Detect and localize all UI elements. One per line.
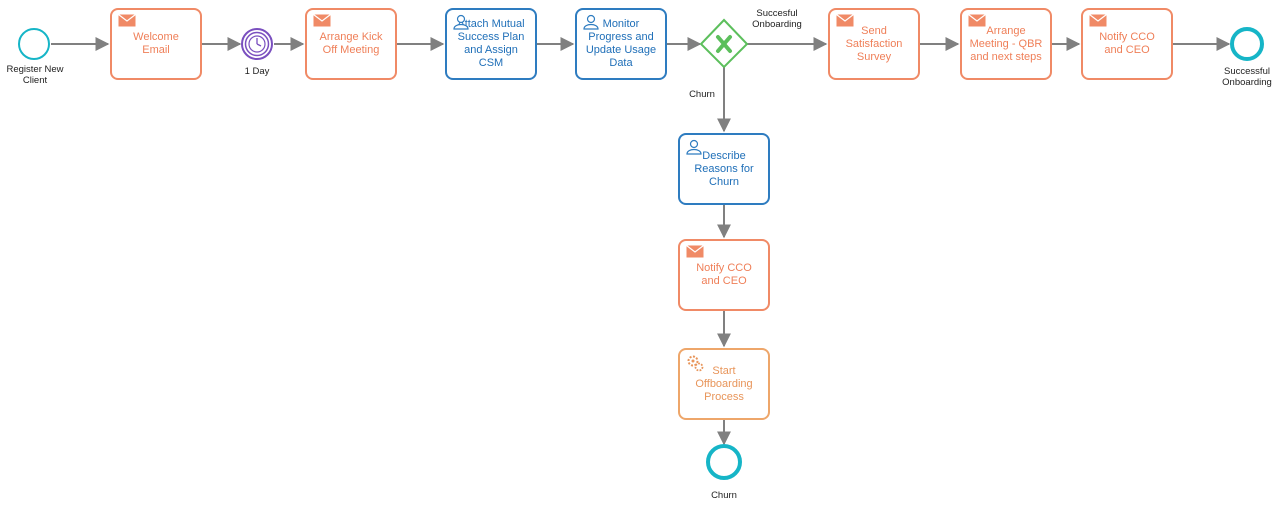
flow-churn-label: Churn bbox=[689, 89, 715, 100]
envelope-icon bbox=[1089, 14, 1107, 31]
clock-icon[interactable] bbox=[241, 28, 273, 60]
task-label: Notify CCO and CEO bbox=[696, 262, 752, 287]
task-label: Attach Mutual Success Plan and Assign CS… bbox=[457, 18, 525, 69]
task-welcome-email[interactable]: Welcome Email bbox=[110, 8, 202, 80]
task-label: Welcome Email bbox=[133, 31, 179, 56]
end-event-churn-label: Churn bbox=[711, 490, 737, 501]
end-event-success-label: Successful Onboarding bbox=[1222, 66, 1272, 88]
task-notify-cco-ceo-success[interactable]: Notify CCO and CEO bbox=[1081, 8, 1173, 80]
envelope-icon bbox=[968, 14, 986, 31]
task-label: Monitor Progress and Update Usage Data bbox=[585, 18, 657, 69]
task-monitor-progress[interactable]: Monitor Progress and Update Usage Data bbox=[575, 8, 667, 80]
task-describe-churn[interactable]: Describe Reasons for Churn bbox=[678, 133, 770, 205]
envelope-icon bbox=[686, 245, 704, 262]
envelope-icon bbox=[836, 14, 854, 31]
timer-event-label: 1 Day bbox=[244, 66, 270, 77]
task-label: Arrange Meeting - QBR and next steps bbox=[969, 24, 1043, 63]
task-arrange-meeting[interactable]: Arrange Meeting - QBR and next steps bbox=[960, 8, 1052, 80]
task-label: Start Offboarding Process bbox=[695, 364, 753, 403]
task-arrange-kickoff[interactable]: Arrange Kick Off Meeting bbox=[305, 8, 397, 80]
task-notify-cco-ceo-churn[interactable]: Notify CCO and CEO bbox=[678, 239, 770, 311]
task-send-survey[interactable]: Send Satisfaction Survey bbox=[828, 8, 920, 80]
user-icon bbox=[686, 139, 702, 159]
end-event-success-circle[interactable] bbox=[1230, 27, 1264, 61]
task-label: Describe Reasons for Churn bbox=[694, 149, 754, 188]
task-attach-plan[interactable]: Attach Mutual Success Plan and Assign CS… bbox=[445, 8, 537, 80]
user-icon bbox=[583, 14, 599, 34]
start-event-circle[interactable] bbox=[18, 28, 50, 60]
envelope-icon bbox=[118, 14, 136, 31]
user-icon bbox=[453, 14, 469, 34]
task-label: Arrange Kick Off Meeting bbox=[319, 31, 383, 56]
flow-success-label: Succesful Onboarding bbox=[752, 8, 802, 30]
envelope-icon bbox=[313, 14, 331, 31]
x-gateway-icon[interactable] bbox=[699, 18, 749, 69]
task-label: Send Satisfaction Survey bbox=[845, 24, 903, 63]
gears-icon bbox=[686, 354, 704, 376]
start-event-label: Register New Client bbox=[6, 64, 64, 86]
task-label: Notify CCO and CEO bbox=[1099, 31, 1155, 56]
task-start-offboarding[interactable]: Start Offboarding Process bbox=[678, 348, 770, 420]
end-event-churn-circle[interactable] bbox=[706, 444, 742, 480]
